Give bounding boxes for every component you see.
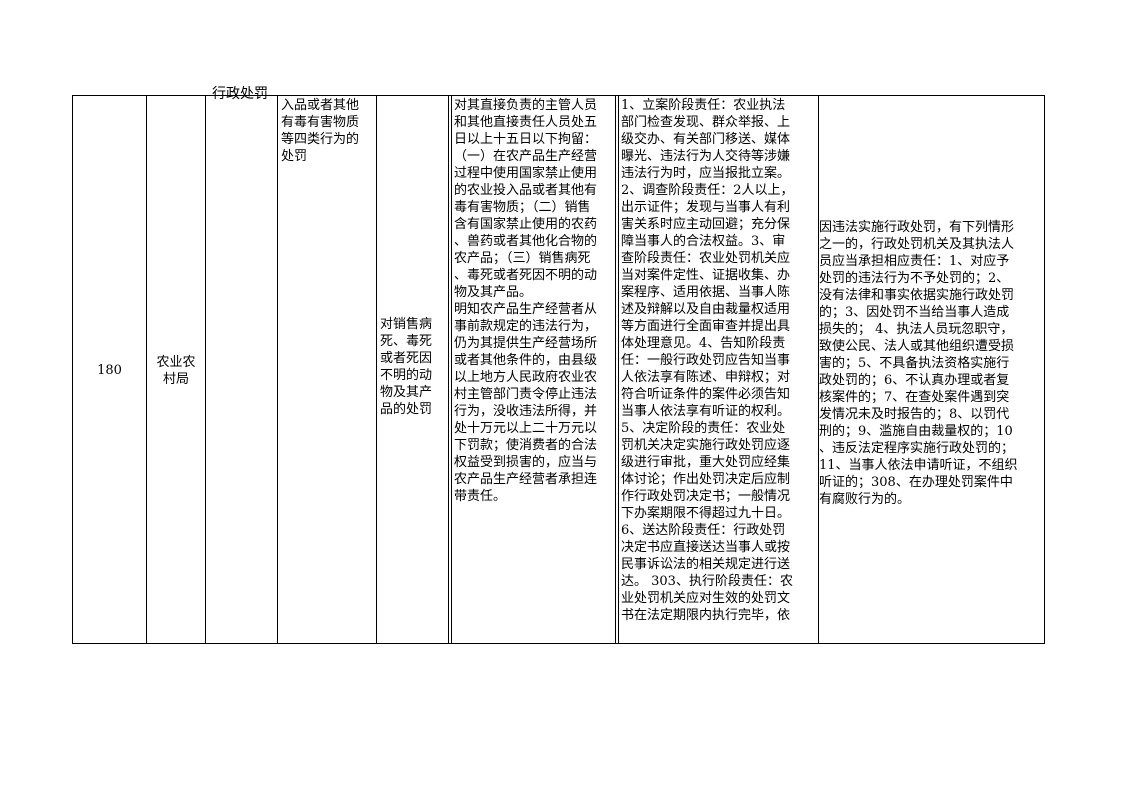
responsibility-text: 1、立案阶段责任：农业执法 部门检查发现、群众举报、上 级交办、有关部门移送、媒… <box>621 98 794 623</box>
category-fragment: 行政处罚 <box>212 86 268 102</box>
column-divider <box>448 95 449 644</box>
column-divider <box>205 95 206 644</box>
department-name: 农业农 村局 <box>156 355 196 387</box>
column-divider <box>72 95 73 644</box>
table-bottom-border <box>72 643 1045 644</box>
column-divider <box>1044 95 1045 644</box>
sub-item-name: 对销售病 死、毒死 或者死因 不明的动 物及其产 品的处罚 <box>380 317 433 417</box>
column-divider <box>618 95 619 644</box>
column-divider <box>818 95 819 644</box>
column-divider <box>376 95 377 644</box>
item-name: 入品或者其他 有毒有害物质 等四类行为的 处罚 <box>281 98 360 164</box>
legal-basis-text: 对其直接负责的主管人员 和其他直接责任人员处五 日以上十五日以下拘留： （一）在… <box>454 98 598 504</box>
accountability-text: 因违法实施行政处罚，有下列情形 之一的，行政处罚机关及其执法人 员应当承担相应责… <box>819 220 1018 507</box>
column-divider <box>146 95 147 644</box>
row-number: 180 <box>97 363 122 378</box>
column-divider <box>451 95 452 644</box>
column-divider <box>615 95 616 644</box>
column-divider <box>277 95 278 644</box>
table-top-border <box>72 95 1045 96</box>
